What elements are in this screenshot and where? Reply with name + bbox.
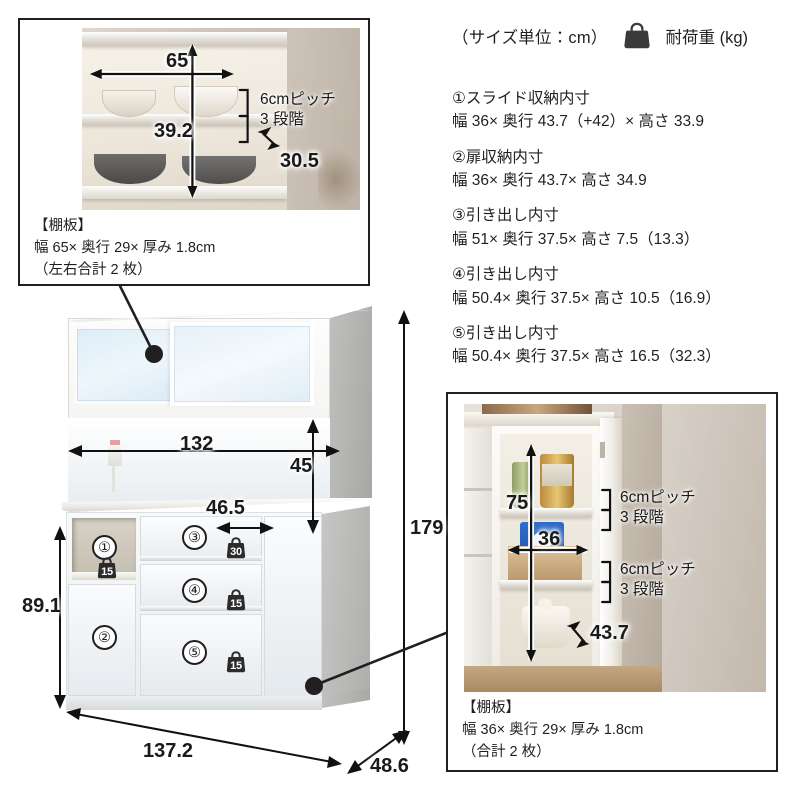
spec-item-1: ①スライド収納内寸 幅 36× 奥行 43.7（+42）× 高さ 33.9 — [452, 88, 787, 134]
dim-width-36: 36 — [538, 528, 561, 550]
spec-dims: 幅 36× 奥行 43.7（+42）× 高さ 33.9 — [452, 113, 705, 131]
size-unit-label: （サイズ単位：cm） — [452, 29, 608, 47]
pitch-line-1: 6cmピッチ — [620, 561, 696, 578]
spec-item-3: ③引き出し内寸 幅 51× 奥行 37.5× 高さ 7.5（13.3） — [452, 205, 787, 251]
spec-item-5: ⑤引き出し内寸 幅 50.4× 奥行 37.5× 高さ 16.5（32.3） — [452, 323, 787, 369]
dim-height-75: 75 — [506, 492, 529, 514]
weight-badge-3: 30 — [225, 536, 247, 560]
badge-number-4: ④ — [182, 578, 207, 603]
power-outlet — [108, 446, 122, 466]
badge-number-1: ① — [92, 535, 117, 560]
door-storage-photo: 75 36 43.7 6cmピッチ 3 段階 6cmピッチ 3 段階 — [464, 404, 766, 692]
spec-title: ②扉収納内寸 — [452, 148, 544, 166]
spec-dims: 幅 50.4× 奥行 37.5× 高さ 10.5（16.9） — [452, 289, 721, 307]
door-storage-dimension-arrows — [507, 444, 612, 662]
spec-list: ①スライド収納内寸 幅 36× 奥行 43.7（+42）× 高さ 33.9 ②扉… — [452, 88, 787, 382]
pitch-line-1: 6cmピッチ — [620, 489, 696, 506]
glass-door-right[interactable] — [170, 322, 314, 406]
spec-title: ⑤引き出し内寸 — [452, 324, 559, 342]
dim-total-depth-48-6: 48.6 — [370, 755, 409, 777]
door-storage-inset: 75 36 43.7 6cmピッチ 3 段階 6cmピッチ 3 段階 【棚板】 … — [446, 392, 778, 772]
spec-dims: 幅 51× 奥行 37.5× 高さ 7.5（13.3） — [452, 230, 700, 248]
upper-shelf-photo: 65 39.2 30.5 6cmピッチ 3 段階 — [82, 28, 360, 210]
pitch-label: 6cmピッチ 3 段階 — [260, 90, 336, 130]
caption-title: 【棚板】 — [462, 700, 520, 716]
dim-counter-depth-46-5: 46.5 — [206, 497, 245, 519]
door-right[interactable] — [264, 516, 322, 698]
pitch-line-1: 6cmピッチ — [260, 91, 336, 108]
outlet-indicator — [110, 440, 120, 445]
upper-shelf-inset: 65 39.2 30.5 6cmピッチ 3 段階 【棚板】 幅 65× 奥行 2… — [18, 18, 370, 286]
pitch-label-upper: 6cmピッチ 3 段階 — [620, 488, 696, 528]
dim-lower-height-89-1: 89.1 — [22, 595, 61, 617]
lower-cabinet-side — [322, 506, 370, 706]
dim-total-width-137-2: 137.2 — [143, 740, 194, 762]
spec-item-2: ②扉収納内寸 幅 36× 奥行 43.7× 高さ 34.9 — [452, 147, 787, 193]
spec-title: ④引き出し内寸 — [452, 266, 559, 284]
spec-title: ③引き出し内寸 — [452, 207, 559, 225]
dim-total-height-179: 179 — [410, 517, 444, 539]
dim-height-39-2: 39.2 — [154, 120, 193, 142]
load-capacity-label: 耐荷重 (kg) — [665, 29, 749, 47]
plinth — [66, 696, 322, 710]
drawer-3-handle[interactable] — [140, 556, 262, 561]
upper-shelf-caption: 【棚板】 幅 65× 奥行 29× 厚み 1.8cm （左右合計 2 枚） — [20, 210, 368, 281]
dim-width-65: 65 — [166, 50, 189, 72]
pitch-line-2: 3 段階 — [620, 509, 664, 527]
spec-title: ①スライド収納内寸 — [452, 90, 590, 107]
upper-shelf-dimension-arrows — [89, 44, 281, 198]
caption-dims: 幅 65× 奥行 29× 厚み 1.8cm — [34, 239, 216, 256]
spec-item-4: ④引き出し内寸 幅 50.4× 奥行 37.5× 高さ 10.5（16.9） — [452, 264, 787, 310]
badge-number-2: ② — [92, 625, 117, 650]
badge-number-3: ③ — [182, 525, 207, 550]
pitch-line-2: 3 段階 — [260, 111, 304, 129]
badge-number-5: ⑤ — [182, 640, 207, 665]
drawer-4-handle[interactable] — [140, 606, 262, 611]
dim-depth-30-5: 30.5 — [280, 150, 319, 172]
door-storage-caption: 【棚板】 幅 36× 奥行 29× 厚み 1.8cm （合計 2 枚） — [448, 692, 776, 763]
weight-value: 15 — [230, 660, 242, 672]
pitch-line-2: 3 段階 — [620, 581, 664, 599]
bag-icon — [622, 22, 652, 50]
caption-note: （合計 2 枚） — [462, 743, 551, 760]
weight-badge-4: 15 — [225, 588, 247, 612]
spec-dims: 幅 50.4× 奥行 37.5× 高さ 16.5（32.3） — [452, 348, 721, 366]
spec-dims: 幅 36× 奥行 43.7× 高さ 34.9 — [452, 172, 647, 190]
dim-upper-width-132: 132 — [180, 433, 214, 455]
caption-dims: 幅 36× 奥行 29× 厚み 1.8cm — [462, 721, 644, 738]
weight-value: 30 — [230, 546, 242, 558]
outlet-cord — [112, 466, 115, 492]
product-illustration: ① ② ③ ④ ⑤ 15 30 15 — [60, 300, 420, 750]
caption-note: （左右合計 2 枚） — [34, 261, 152, 278]
pitch-label-lower: 6cmピッチ 3 段階 — [620, 560, 696, 600]
header: （サイズ単位：cm） 耐荷重 (kg) — [452, 22, 748, 50]
caption-title: 【棚板】 — [34, 218, 92, 234]
upper-cabinet-side-lower — [330, 418, 372, 498]
dim-upper-height-45: 45 — [290, 455, 313, 477]
weight-value: 15 — [230, 598, 242, 610]
dim-depth-43-7: 43.7 — [590, 622, 629, 644]
weight-badge-5: 15 — [225, 650, 247, 674]
weight-badge-1: 15 — [96, 556, 118, 580]
weight-value: 15 — [101, 566, 113, 578]
upper-cabinet-side — [330, 306, 372, 440]
